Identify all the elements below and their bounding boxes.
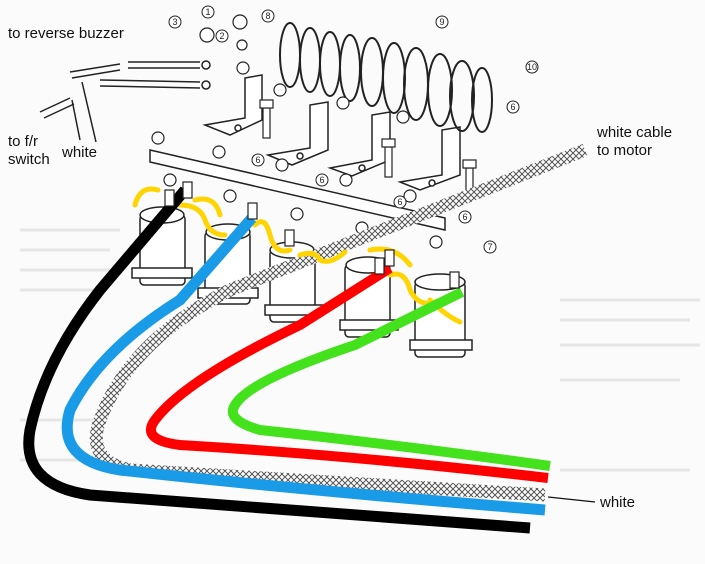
callout-number: 6 (462, 212, 467, 222)
coil-spring (279, 22, 493, 133)
callout-number: 9 (439, 17, 444, 27)
buzzer-switch-leads (39, 60, 211, 143)
bolts (259, 99, 477, 199)
callout-3 (168, 15, 182, 29)
callout-number: 2 (219, 31, 224, 41)
white-cable-label-line2: to motor (597, 142, 653, 159)
callout-9 (435, 15, 449, 29)
callout-number: 6 (510, 102, 515, 112)
to-fr-switch-label-line1: to f/r (8, 133, 39, 150)
callout-number: 7 (487, 242, 492, 252)
to-fr-switch-label-line2: switch (8, 151, 50, 168)
callout-8 (261, 9, 275, 23)
callout-number: 10 (527, 62, 537, 72)
callout-1 (201, 5, 215, 19)
solenoid-bodies (131, 206, 473, 358)
green-wire (227, 287, 551, 471)
callout-number: 6 (397, 197, 402, 207)
callout-6e (458, 210, 472, 224)
callout-number: 6 (255, 155, 260, 165)
callout-6d (393, 195, 407, 209)
callout-6a (506, 100, 520, 114)
part-callouts (168, 5, 539, 254)
white-left-label: white (62, 144, 98, 161)
callout-6b (251, 153, 265, 167)
mounting-brackets (202, 74, 461, 191)
white-bottom-label: white (600, 494, 636, 511)
leader-lines (547, 496, 596, 503)
callout-7 (483, 240, 497, 254)
white-cable-label-line1: white cable (597, 124, 673, 141)
bus-bar (149, 149, 446, 231)
blue-wire (61, 214, 546, 516)
callout-10 (525, 60, 539, 74)
callout-6c (315, 173, 329, 187)
red-wire (145, 263, 549, 483)
black-wire (23, 186, 531, 534)
callout-number: 1 (205, 7, 210, 17)
nuts (151, 14, 443, 249)
to-reverse-buzzer-label: to reverse buzzer (8, 25, 124, 42)
callout-number: 6 (319, 175, 324, 185)
terminal-studs (164, 181, 460, 289)
callout-number: 8 (265, 11, 270, 21)
callout-number: 3 (172, 17, 177, 27)
callout-2 (215, 29, 229, 43)
